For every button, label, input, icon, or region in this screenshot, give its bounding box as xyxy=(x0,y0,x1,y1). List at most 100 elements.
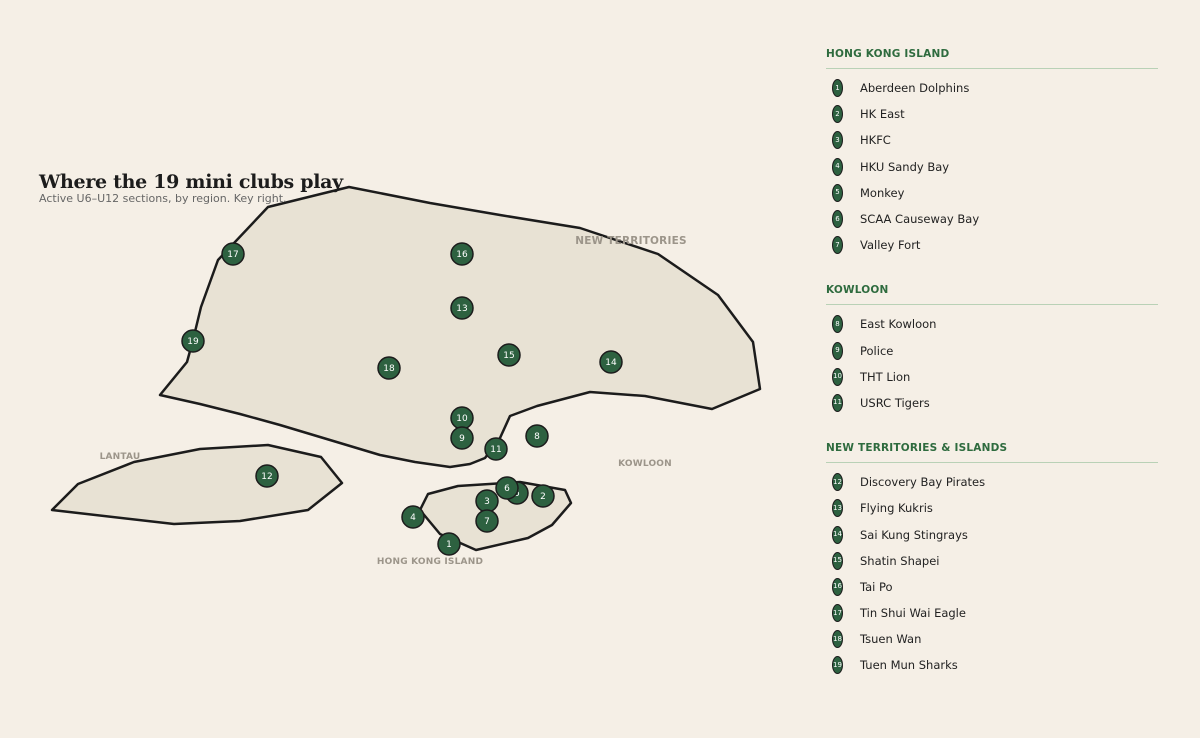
club-name: Tuen Mun Sharks xyxy=(860,658,958,673)
club-name: East Kowloon xyxy=(860,317,937,332)
club-name: Monkey xyxy=(860,185,905,200)
page-title: Where the 19 mini clubs play xyxy=(39,171,343,193)
club-name: USRC Tigers xyxy=(860,395,930,410)
map-header: Where the 19 mini clubs play Active U6–U… xyxy=(39,170,343,205)
map-marker-14[interactable]: 14 xyxy=(599,350,623,374)
legend-item: 12 Discovery Bay Pirates xyxy=(826,469,1158,495)
club-markers: 12171918131615141091184137562 xyxy=(181,242,623,556)
map-marker-dot xyxy=(377,356,401,380)
map-marker-16[interactable]: 16 xyxy=(450,242,474,266)
legend-group-title: KOWLOON xyxy=(826,284,1158,306)
map-marker-9[interactable]: 9 xyxy=(450,426,474,450)
club-number-badge: 6 xyxy=(832,210,843,229)
club-name: Aberdeen Dolphins xyxy=(860,81,970,96)
page-subtitle: Active U6–U12 sections, by region. Key r… xyxy=(39,192,287,205)
map-marker-number: 12 xyxy=(261,472,272,482)
map-marker-dot xyxy=(450,242,474,266)
map-marker-dot xyxy=(450,426,474,450)
club-name: Police xyxy=(860,343,894,358)
map-marker-1[interactable]: 1 xyxy=(437,532,461,556)
new-territories-region-label: NEW TERRITORIES xyxy=(575,235,686,247)
club-number-badge: 19 xyxy=(832,656,843,675)
club-number-badge: 15 xyxy=(832,551,843,570)
map-marker-number: 15 xyxy=(503,351,514,361)
club-name: Tsuen Wan xyxy=(860,632,922,647)
club-number-badge: 14 xyxy=(832,525,843,544)
club-number-badge: 9 xyxy=(832,341,843,360)
club-name: Shatin Shapei xyxy=(860,553,940,568)
map-marker-number: 8 xyxy=(534,432,540,442)
club-number-badge: 17 xyxy=(832,604,843,623)
kowloon-region-label: KOWLOON xyxy=(618,459,672,469)
map-marker-15[interactable]: 15 xyxy=(497,343,521,367)
legend-item: 7 Valley Fort xyxy=(826,232,1158,258)
club-number-badge: 10 xyxy=(832,367,843,386)
map-marker-11[interactable]: 11 xyxy=(484,437,508,461)
legend-item: 9 Police xyxy=(826,338,1158,364)
legend-item: 10 THT Lion xyxy=(826,364,1158,390)
map-marker-7[interactable]: 7 xyxy=(475,509,499,533)
club-number-badge: 1 xyxy=(832,79,843,98)
map-marker-2[interactable]: 2 xyxy=(531,484,555,508)
club-number-badge: 12 xyxy=(832,473,843,492)
map-marker-dot xyxy=(495,476,519,500)
map-marker-number: 16 xyxy=(456,250,468,260)
map-marker-dot xyxy=(221,242,245,266)
map-marker-dot xyxy=(484,437,508,461)
map-marker-number: 6 xyxy=(504,484,510,494)
map: NEW TERRITORIES LANTAU KOWLOON HONG KONG… xyxy=(50,185,762,567)
club-name: SCAA Causeway Bay xyxy=(860,212,980,227)
map-marker-number: 14 xyxy=(605,358,617,368)
legend-item: 1 Aberdeen Dolphins xyxy=(826,75,1158,101)
club-name: Valley Fort xyxy=(860,238,921,253)
club-name: THT Lion xyxy=(860,369,911,384)
club-name: Discovery Bay Pirates xyxy=(860,475,986,490)
map-marker-dot xyxy=(450,296,474,320)
map-marker-10[interactable]: 10 xyxy=(450,406,474,430)
map-marker-19[interactable]: 19 xyxy=(181,329,205,353)
club-name: HKFC xyxy=(860,133,891,148)
legend-group-hong-kong-island: HONG KONG ISLAND 1 Aberdeen Dolphins 2 HK … xyxy=(826,48,1158,258)
map-marker-13[interactable]: 13 xyxy=(450,296,474,320)
map-marker-dot xyxy=(475,509,499,533)
map-marker-number: 3 xyxy=(484,497,490,507)
lantau-region-label: LANTAU xyxy=(100,452,141,462)
map-marker-12[interactable]: 12 xyxy=(255,464,279,488)
map-marker-4[interactable]: 4 xyxy=(401,505,425,529)
club-name: HK East xyxy=(860,107,905,122)
map-marker-3[interactable]: 3 xyxy=(475,489,499,513)
legend-item: 2 HK East xyxy=(826,101,1158,127)
map-marker-number: 10 xyxy=(456,414,468,424)
map-marker-17[interactable]: 17 xyxy=(221,242,245,266)
map-marker-6[interactable]: 6 xyxy=(495,476,519,500)
map-marker-number: 17 xyxy=(227,250,238,260)
map-marker-dot xyxy=(531,484,555,508)
map-marker-number: 1 xyxy=(446,540,452,550)
legend-item: 6 SCAA Causeway Bay xyxy=(826,206,1158,232)
map-marker-number: 7 xyxy=(484,517,490,527)
map-marker-number: 9 xyxy=(459,434,465,444)
legend-item: 19 Tuen Mun Sharks xyxy=(826,652,1158,678)
club-number-badge: 16 xyxy=(832,577,843,596)
new-territories-landmass xyxy=(158,185,762,469)
map-marker-number: 2 xyxy=(540,492,546,502)
club-number-badge: 2 xyxy=(832,105,843,124)
map-marker-18[interactable]: 18 xyxy=(377,356,401,380)
map-marker-number: 13 xyxy=(456,304,467,314)
map-marker-dot xyxy=(599,350,623,374)
club-number-badge: 4 xyxy=(832,157,843,176)
map-marker-8[interactable]: 8 xyxy=(525,424,549,448)
club-name: Tai Po xyxy=(860,579,893,594)
map-marker-dot xyxy=(255,464,279,488)
legend-group-title: HONG KONG ISLAND xyxy=(826,48,1158,69)
club-name: Flying Kukris xyxy=(860,501,933,516)
map-marker-dot xyxy=(181,329,205,353)
hong-kong-island-region-label: HONG KONG ISLAND xyxy=(377,557,483,567)
club-number-badge: 7 xyxy=(832,236,843,255)
